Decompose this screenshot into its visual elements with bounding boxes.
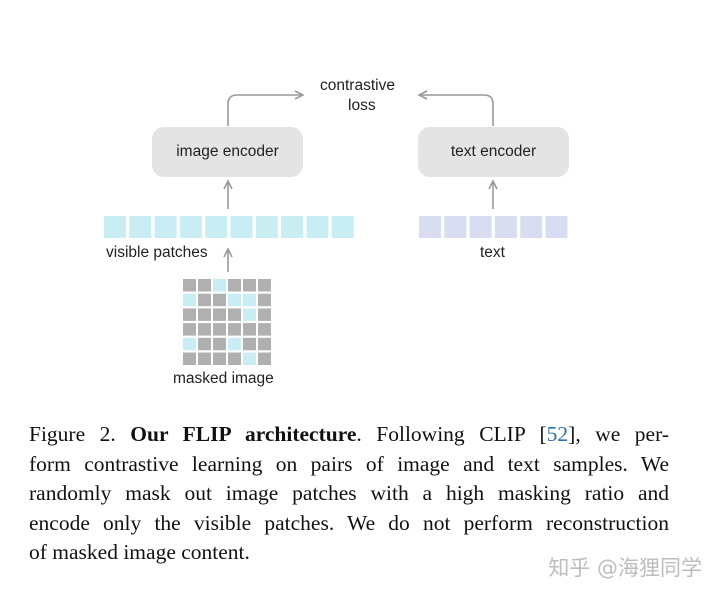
masked-cell bbox=[198, 308, 211, 321]
masked-cell bbox=[198, 279, 211, 292]
masked-cell bbox=[258, 293, 271, 307]
masked-cell bbox=[183, 308, 196, 321]
caption-line-3: randomly mask out image patches with a h… bbox=[29, 481, 669, 506]
image-to-loss-arrow bbox=[227, 95, 302, 126]
visible-cell bbox=[183, 293, 196, 307]
text-token bbox=[494, 216, 517, 238]
visible-cell bbox=[228, 293, 241, 307]
masked-cell bbox=[213, 323, 226, 336]
contrastive-loss-label-line1: contrastive bbox=[320, 77, 395, 94]
figure-label: Figure 2. bbox=[29, 422, 116, 446]
masked-cell bbox=[228, 308, 241, 321]
visible-patches-label: visible patches bbox=[106, 244, 208, 261]
masked-cell bbox=[213, 352, 226, 365]
caption-line-4: encode only the visible patches. We do n… bbox=[29, 510, 669, 535]
masked-cell bbox=[183, 323, 196, 336]
text-token bbox=[545, 216, 568, 238]
text-token bbox=[444, 216, 467, 238]
caption-title: Our FLIP architecture bbox=[130, 422, 357, 446]
masked-cell bbox=[243, 323, 256, 336]
visible-cell bbox=[213, 279, 226, 292]
text-to-loss-arrow bbox=[420, 95, 494, 126]
caption-line-1: Figure 2. Our FLIP architecture. Followi… bbox=[29, 420, 669, 450]
masked-cell bbox=[198, 293, 211, 307]
masked-cell bbox=[183, 352, 196, 365]
masked-cell bbox=[198, 323, 211, 336]
visible-patch bbox=[205, 216, 228, 238]
figure-caption: Figure 2. Our FLIP architecture. Followi… bbox=[29, 420, 669, 568]
visible-patch bbox=[104, 216, 126, 238]
masked-cell bbox=[228, 323, 241, 336]
visible-cell bbox=[228, 337, 241, 351]
caption-text: . Following CLIP [ bbox=[356, 422, 547, 446]
text-label: text bbox=[480, 244, 505, 261]
visible-patch bbox=[306, 216, 329, 238]
masked-cell bbox=[183, 279, 196, 292]
visible-patch bbox=[281, 216, 304, 238]
masked-cell bbox=[243, 337, 256, 351]
masked-cell bbox=[243, 279, 256, 292]
citation-link[interactable]: 52 bbox=[546, 422, 569, 446]
visible-patch bbox=[179, 216, 202, 238]
contrastive-loss-label-line2: loss bbox=[348, 97, 376, 114]
visible-patch bbox=[255, 216, 278, 238]
text-token bbox=[419, 216, 441, 238]
text-token bbox=[520, 216, 543, 238]
masked-cell bbox=[198, 352, 211, 365]
masked-cell bbox=[258, 352, 271, 365]
masked-cell bbox=[213, 308, 226, 321]
visible-patch bbox=[230, 216, 253, 238]
watermark: 知乎 @海狸同学 bbox=[548, 556, 702, 580]
text-encoder-box: text encoder bbox=[418, 127, 569, 177]
visible-patch bbox=[154, 216, 177, 238]
masked-cell bbox=[228, 279, 241, 292]
visible-patch bbox=[331, 216, 354, 238]
caption-line-2: form contrastive learning on pairs of im… bbox=[29, 451, 669, 476]
masked-cell bbox=[228, 352, 241, 365]
flip-diagram bbox=[104, 0, 568, 365]
visible-cell bbox=[243, 308, 256, 321]
masked-cell bbox=[213, 293, 226, 307]
masked-cell bbox=[258, 308, 271, 321]
visible-cell bbox=[243, 293, 256, 307]
masked-cell bbox=[258, 323, 271, 336]
masked-cell bbox=[258, 279, 271, 292]
masked-cell bbox=[198, 337, 211, 351]
image-encoder-box: image encoder bbox=[152, 127, 303, 177]
masked-image-label: masked image bbox=[173, 370, 274, 387]
caption-line-5: of masked image content. bbox=[29, 540, 250, 565]
text-token bbox=[469, 216, 492, 238]
masked-cell bbox=[213, 337, 226, 351]
caption-text: ], we per- bbox=[568, 422, 669, 446]
masked-cell bbox=[258, 337, 271, 351]
visible-cell bbox=[243, 352, 256, 365]
visible-patch bbox=[129, 216, 152, 238]
visible-cell bbox=[183, 337, 196, 351]
